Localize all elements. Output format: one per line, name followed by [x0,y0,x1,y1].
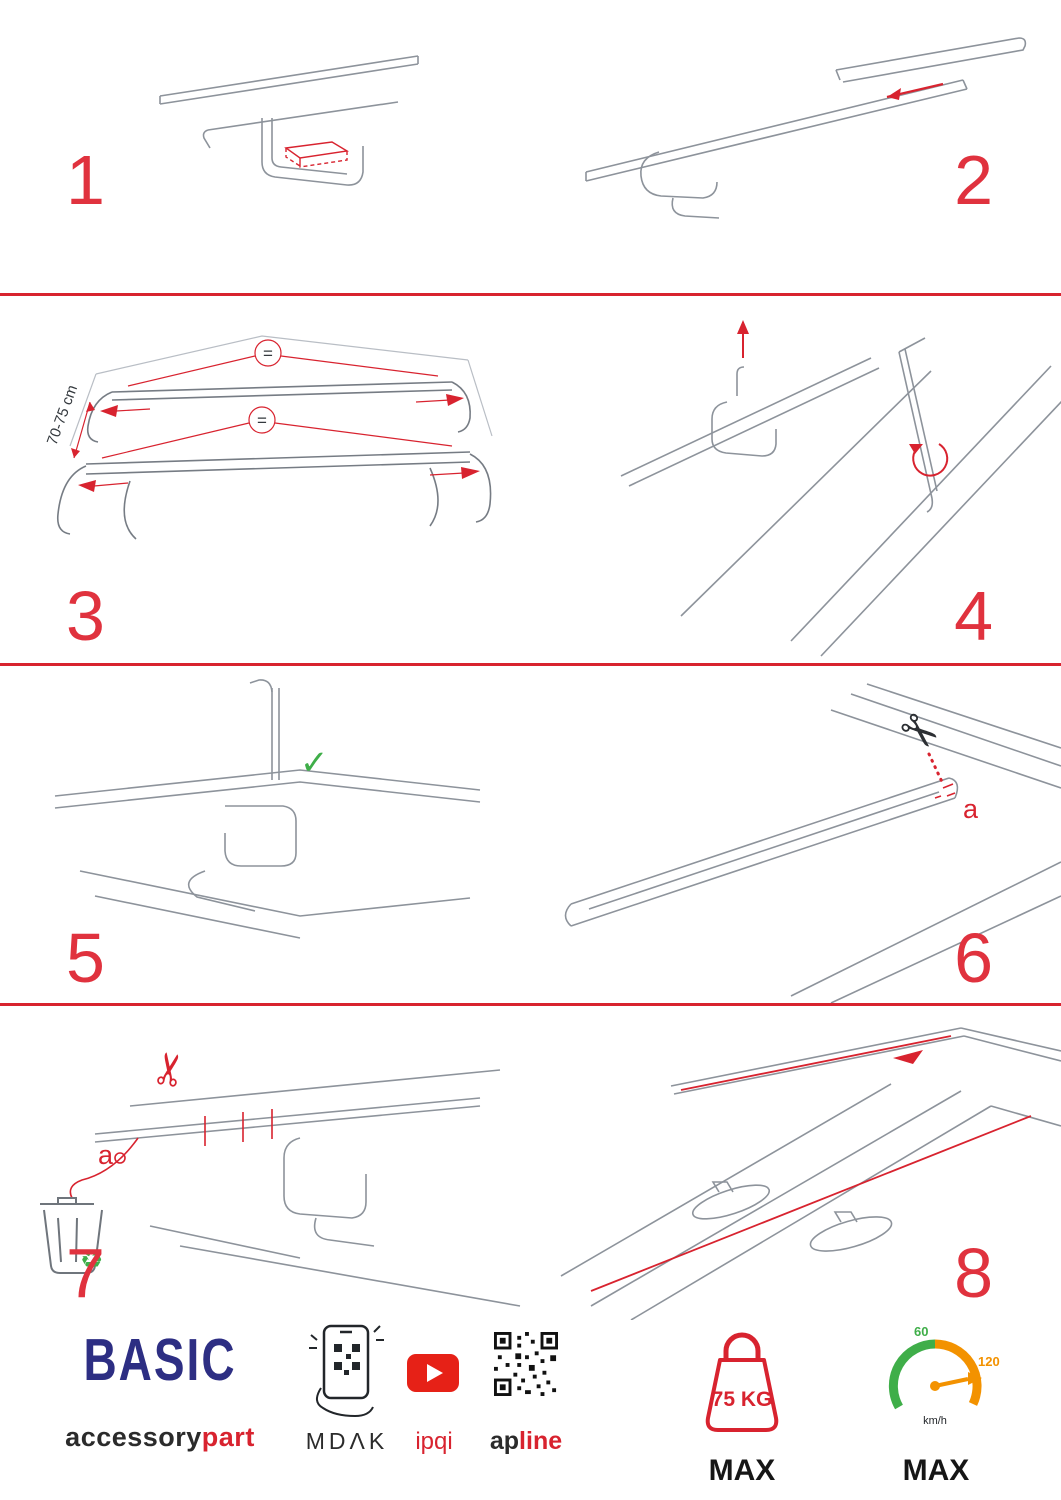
step-8-illustration [560,1027,1061,1320]
step-5-illustration: ✓ [54,679,481,939]
qr-code-icon [494,1332,558,1396]
dimension-lines [73,339,465,487]
pad-highlight [284,141,350,168]
step-6-part-label: a [963,794,979,824]
row-steps-7-8: ✂ a ♻ 7 [0,1006,1061,1320]
step-7-part-label: a [98,1140,114,1170]
qr-label: apline [478,1427,574,1456]
step-5-panel: ✓ 5 [0,666,530,1003]
footer: BASIC accessorypart MDΛK ipqi [0,1320,1061,1500]
equal-symbol-2: = [257,411,267,430]
scissors-icon: ✂ [143,1047,198,1092]
speedometer-icon: 60 120 km/h [888,1324,1000,1427]
check-icon: ✓ [300,744,329,782]
step-7-illustration: ✂ a ♻ [40,1047,521,1307]
weight-value: 75 KG [712,1388,773,1411]
step-6-number: 6 [954,919,993,997]
step-4-illustration [620,320,1061,657]
step-6-illustration: ✂ a [564,683,1061,1003]
phone-scan-icon [309,1324,384,1418]
row-steps-1-2: 1 2 [0,0,1061,293]
speed-high-label: 120 [978,1354,1000,1369]
trash-bin-icon [40,1197,103,1274]
speed-max-label: MAX [902,1454,970,1487]
max-weight-icon: 75 KG [705,1332,779,1432]
qr-label-black: ap [489,1427,520,1455]
section-divider-3 [0,1003,1061,1006]
alignment-line [590,1035,1032,1292]
youtube-icon [407,1354,459,1392]
step-5-number: 5 [66,919,105,997]
recycle-icon: ♻ [80,1244,103,1274]
step-7-number: 7 [66,1234,105,1312]
row-steps-3-4: 70-75 cm = = 3 [0,296,1061,663]
step-3-panel: 70-75 cm = = 3 [0,296,530,663]
app-label: MDΛK [305,1428,389,1454]
step-2-illustration [585,37,1027,219]
step-3-illustration: 70-75 cm = = [44,335,493,540]
step-4-number: 4 [954,577,993,655]
step-1-illustration [159,55,419,186]
trim-marks [69,1109,273,1199]
section-divider-2 [0,663,1061,666]
step-6-panel: ✂ a 6 [531,666,1061,1003]
weight-max-label: MAX [708,1454,776,1487]
brand-wordmark: accessorypart [50,1422,270,1453]
row-steps-5-6: ✓ 5 ✂ a 6 [0,666,1061,1003]
youtube-label: ipqi [415,1428,453,1455]
dimension-label: 70-75 cm [44,383,81,448]
step-8-number: 8 [954,1234,993,1312]
cut-marks [927,752,956,799]
step-2-number: 2 [954,141,993,219]
step-7-panel: ✂ a ♻ 7 [0,1006,530,1320]
speed-unit-label: km/h [923,1415,947,1427]
step-4-panel: 4 [531,296,1061,663]
qr-label-red: line [519,1427,563,1455]
step-1-number: 1 [66,141,105,219]
speed-low-label: 60 [914,1324,928,1339]
step-8-panel: 8 [531,1006,1061,1320]
product-name: BASIC [83,1325,237,1393]
brand-word-red: part [201,1422,255,1452]
step-1-panel: 1 [0,0,530,293]
step-3-number: 3 [66,577,105,655]
step-2-panel: 2 [531,0,1061,293]
section-divider-1 [0,293,1061,296]
brand-word-black: accessory [65,1422,202,1452]
equal-symbol-1: = [263,344,273,363]
